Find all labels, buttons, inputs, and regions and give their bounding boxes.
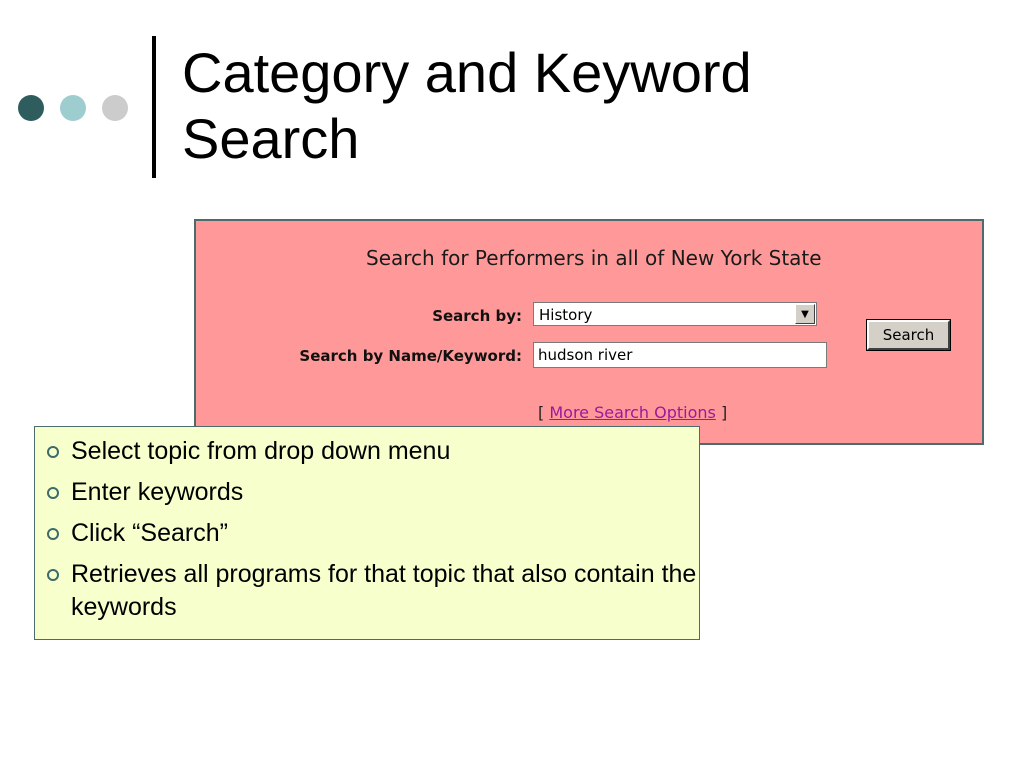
- ring-bullet-icon: [47, 569, 59, 581]
- slide-title-line1: Category and Keyword: [182, 41, 752, 104]
- ring-bullet-icon: [47, 528, 59, 540]
- bracket-close: ]: [720, 403, 728, 422]
- list-item: Click “Search”: [35, 517, 699, 550]
- list-item-text: Select topic from drop down menu: [71, 437, 451, 465]
- bracket-open: [: [538, 403, 545, 422]
- dot-dark: [18, 95, 44, 121]
- search-panel-heading: Search for Performers in all of New York…: [366, 246, 822, 270]
- more-search-options: [ More Search Options ]: [538, 403, 727, 422]
- dot-light-teal: [60, 95, 86, 121]
- instructions-list: Select topic from drop down menu Enter k…: [35, 427, 699, 624]
- list-item: Select topic from drop down menu: [35, 435, 699, 468]
- list-item-text: Retrieves all programs for that topic th…: [71, 560, 697, 621]
- search-by-select[interactable]: History ▼: [533, 302, 817, 326]
- decorative-dots: [18, 95, 128, 121]
- list-item: Retrieves all programs for that topic th…: [35, 558, 699, 624]
- list-item-text: Click “Search”: [71, 519, 228, 547]
- slide-title-line2: Search: [182, 107, 360, 170]
- instructions-box: Select topic from drop down menu Enter k…: [34, 426, 700, 640]
- dot-gray: [102, 95, 128, 121]
- ring-bullet-icon: [47, 487, 59, 499]
- ring-bullet-icon: [47, 446, 59, 458]
- keyword-label: Search by Name/Keyword:: [299, 347, 522, 365]
- list-item-text: Enter keywords: [71, 478, 244, 506]
- search-panel: Search for Performers in all of New York…: [194, 219, 984, 445]
- dropdown-arrow-icon[interactable]: ▼: [795, 304, 815, 324]
- search-by-label: Search by:: [432, 307, 522, 325]
- search-button[interactable]: Search: [866, 319, 951, 351]
- title-divider: [152, 36, 156, 178]
- list-item: Enter keywords: [35, 476, 699, 509]
- more-search-options-link[interactable]: More Search Options: [549, 403, 716, 422]
- search-by-selected-value: History: [539, 306, 593, 324]
- keyword-input[interactable]: [533, 342, 827, 368]
